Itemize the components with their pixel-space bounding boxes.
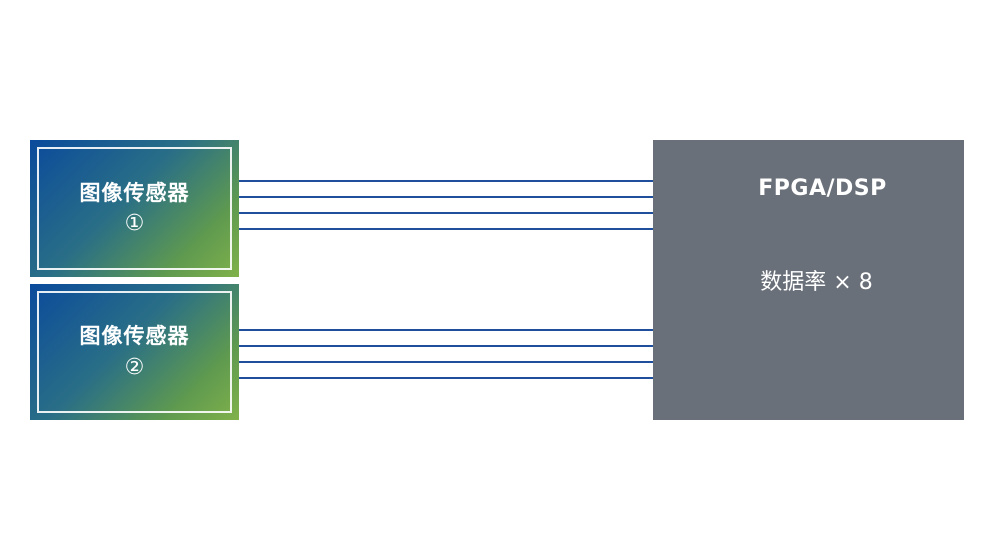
image-sensor-2-index: ② bbox=[124, 354, 145, 380]
fpga-dsp-title: FPGA/DSP bbox=[758, 176, 887, 201]
image-sensor-2-title: 图像传感器 bbox=[79, 324, 190, 349]
lane-group bbox=[239, 180, 653, 379]
image-sensor-1-title: 图像传感器 bbox=[79, 180, 190, 205]
image-sensor-1: 图像传感器 ① bbox=[30, 140, 239, 277]
image-sensor-1-index: ① bbox=[124, 211, 145, 236]
data-rate-label: 数据率 × 8 bbox=[760, 270, 873, 295]
image-sensor-2: 图像传感器 ② bbox=[30, 284, 239, 420]
image-sensor-2-frame: 图像传感器 ② bbox=[37, 291, 232, 413]
image-sensor-1-frame: 图像传感器 ① bbox=[37, 147, 232, 270]
fpga-dsp-block: FPGA/DSP 数据率 × 8 bbox=[653, 140, 964, 420]
